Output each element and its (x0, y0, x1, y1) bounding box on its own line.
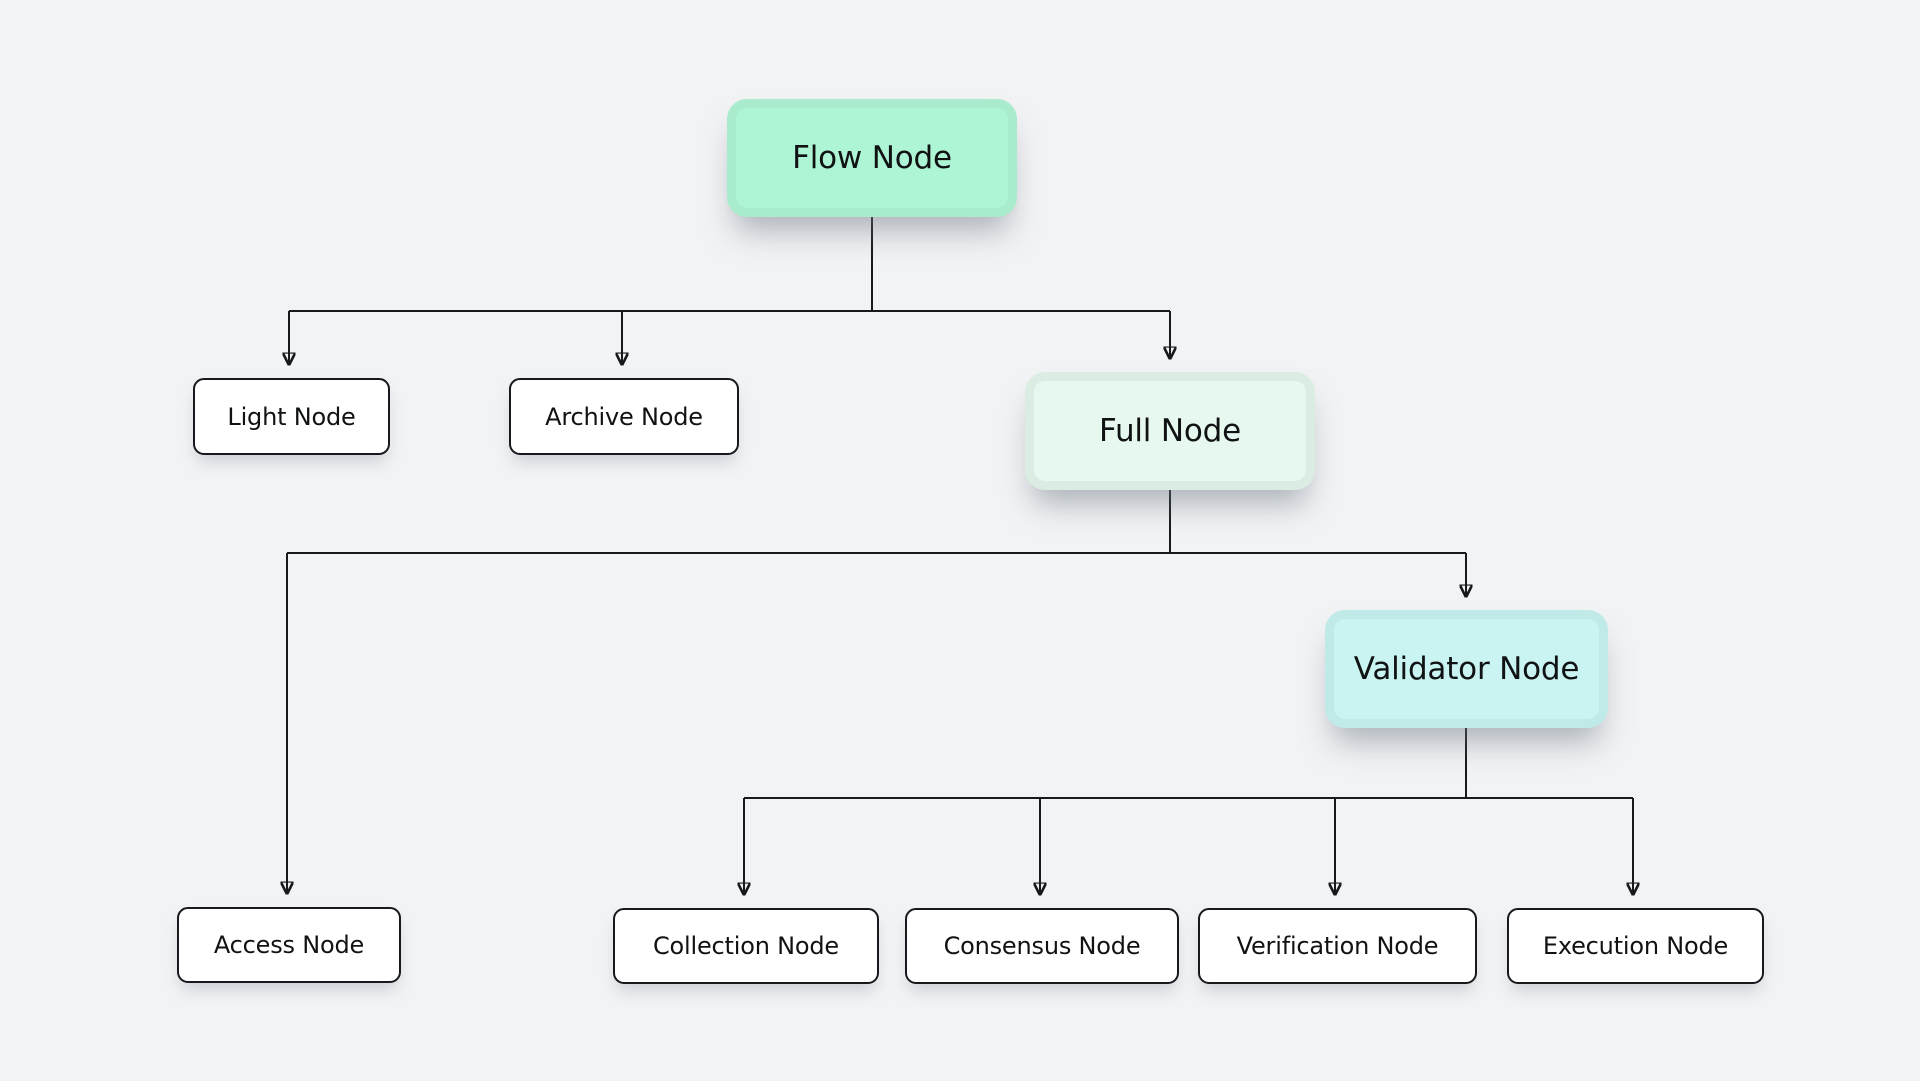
node-archive-label: Archive Node (545, 402, 703, 431)
node-archive: Archive Node (509, 378, 739, 455)
node-light-label: Light Node (227, 402, 356, 431)
node-validator-label: Validator Node (1353, 651, 1580, 687)
node-flow: Flow Node (727, 99, 1017, 217)
node-verification: Verification Node (1198, 908, 1477, 984)
node-execution-label: Execution Node (1542, 932, 1729, 960)
node-flow-label: Flow Node (792, 140, 952, 176)
node-full-label: Full Node (1099, 413, 1241, 449)
node-light: Light Node (193, 378, 390, 455)
node-consensus: Consensus Node (905, 908, 1179, 984)
node-collection: Collection Node (613, 908, 879, 984)
node-access-label: Access Node (213, 931, 365, 959)
node-collection-label: Collection Node (653, 932, 839, 960)
node-full: Full Node (1025, 372, 1315, 490)
node-execution: Execution Node (1507, 908, 1764, 984)
node-verification-label: Verification Node (1236, 932, 1439, 960)
node-consensus-label: Consensus Node (943, 932, 1141, 960)
node-access: Access Node (177, 907, 401, 983)
node-validator: Validator Node (1325, 610, 1608, 728)
